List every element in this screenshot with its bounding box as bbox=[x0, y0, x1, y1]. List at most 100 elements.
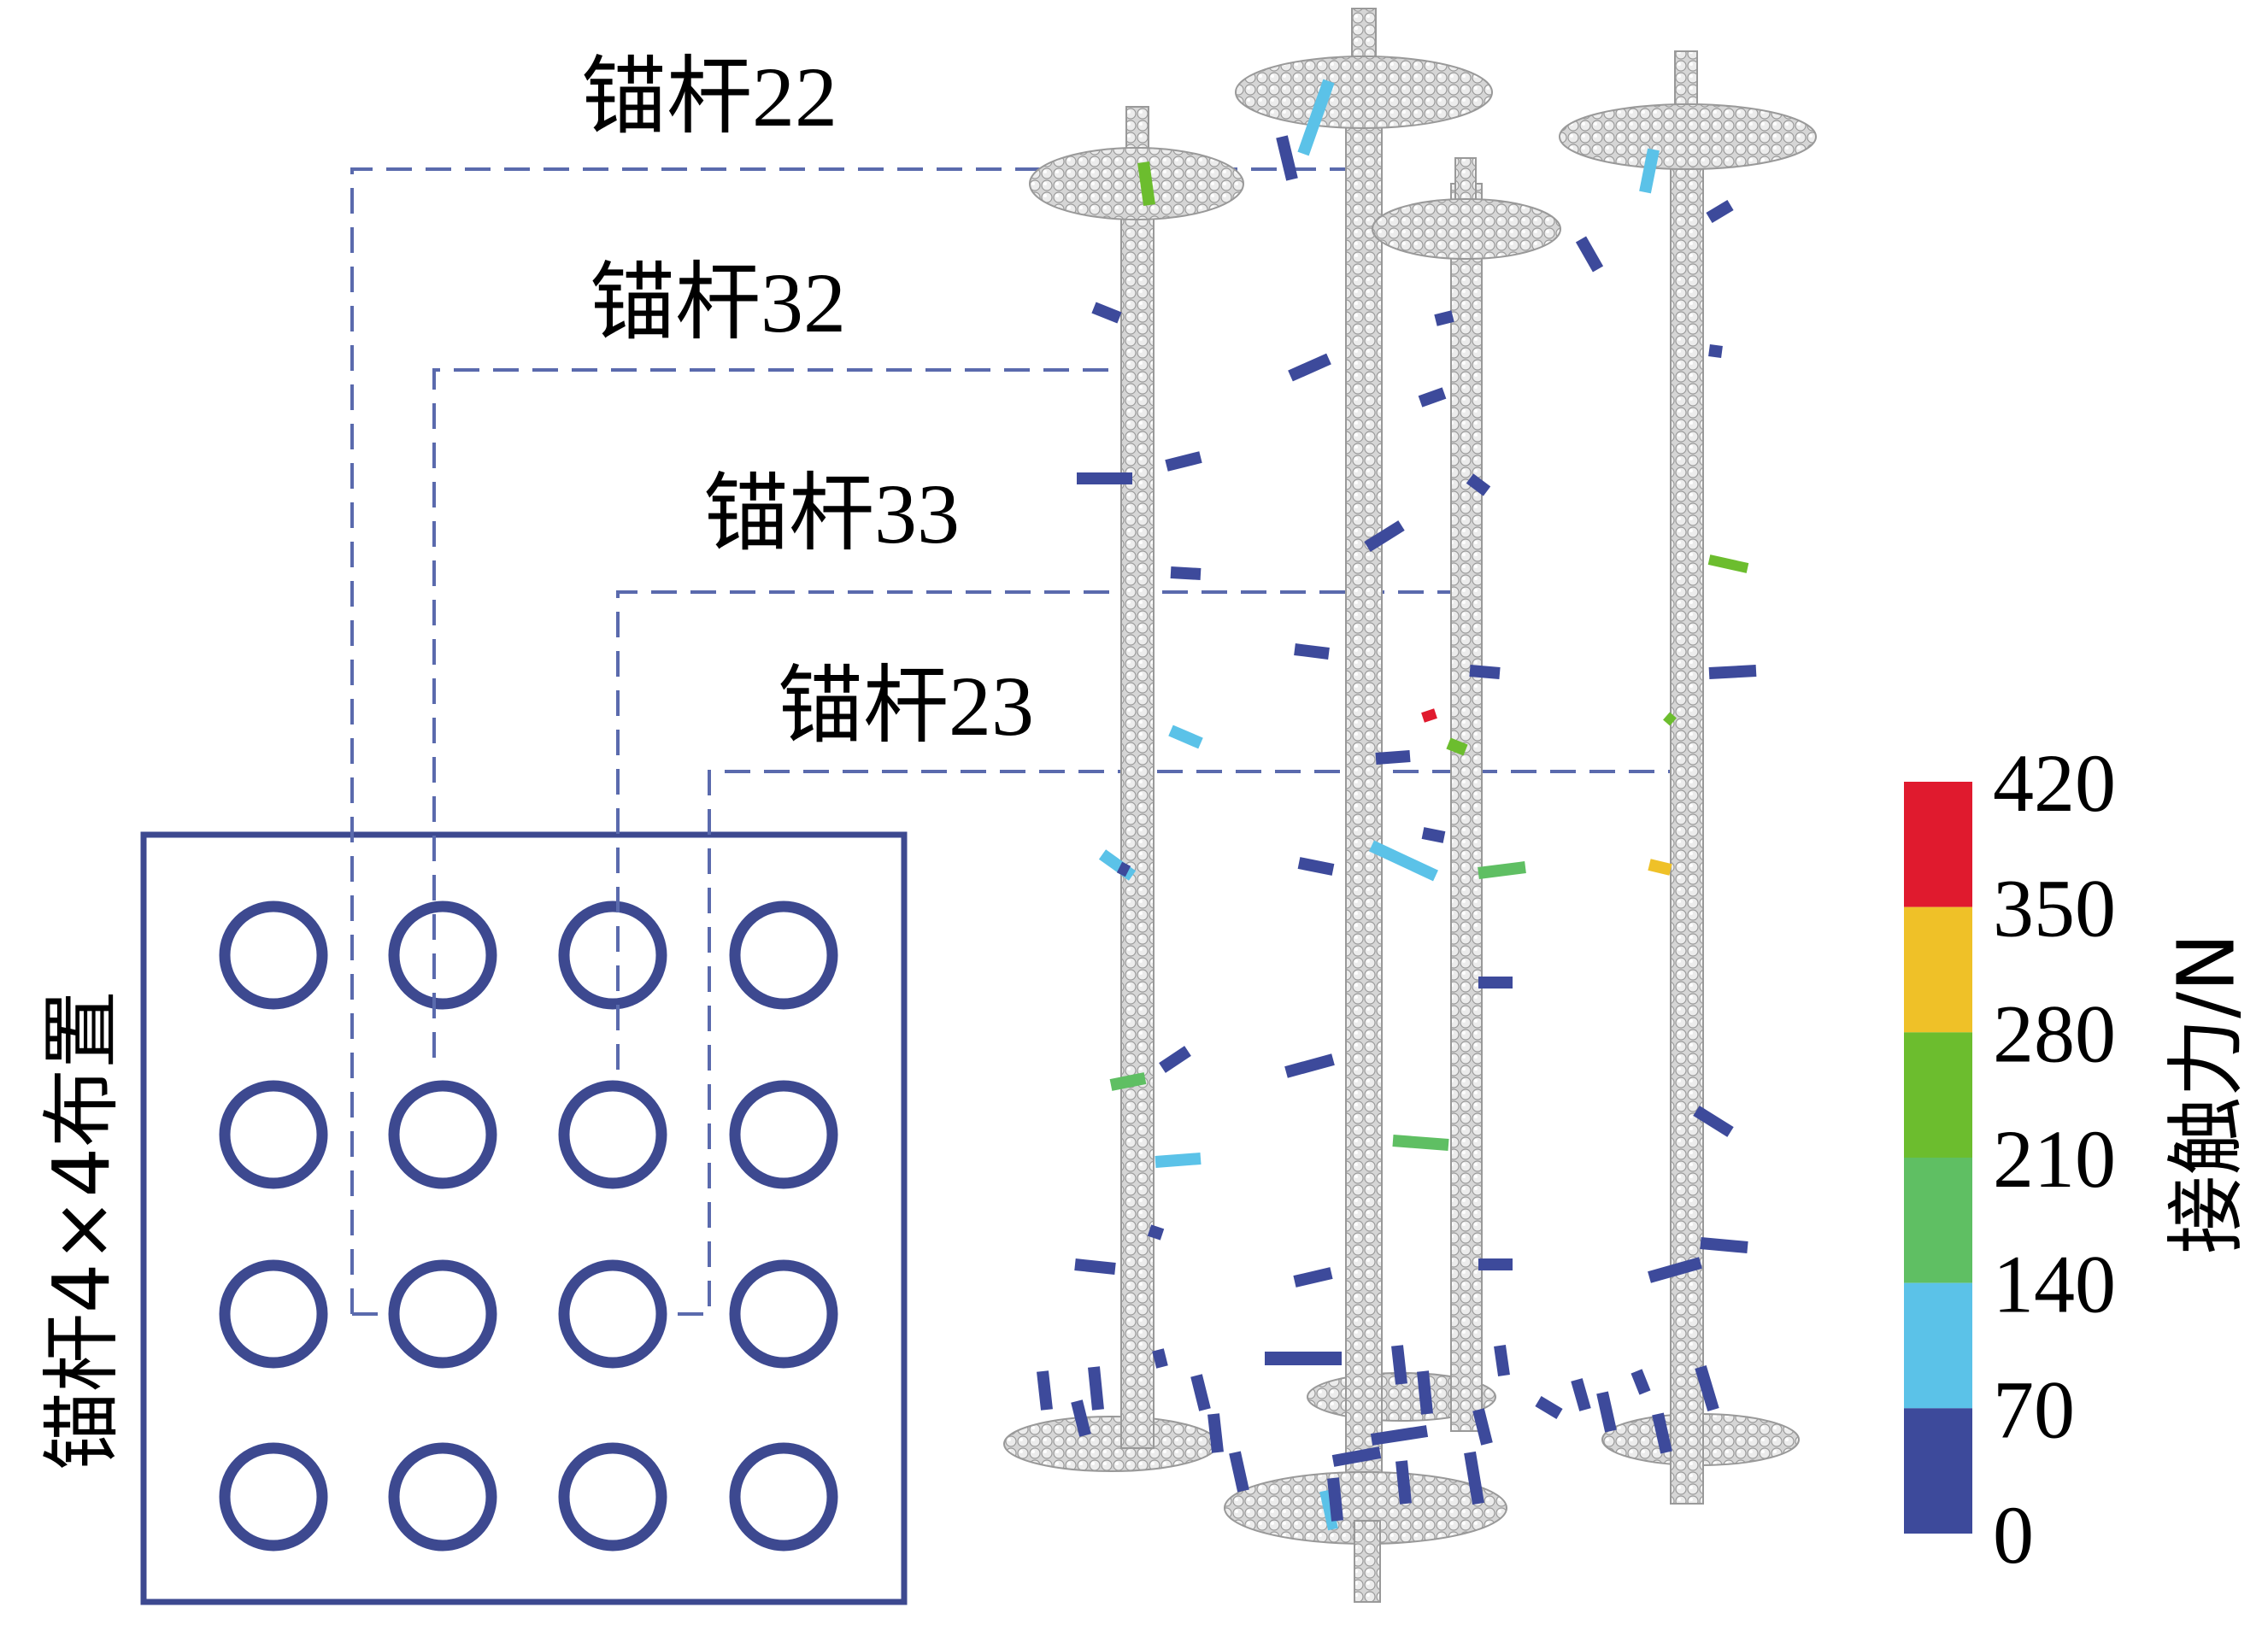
legend-band-1 bbox=[1904, 782, 1972, 907]
force-chain-68 bbox=[1464, 1451, 1484, 1505]
force-chain-13 bbox=[1418, 387, 1447, 408]
force-chain-25 bbox=[1663, 712, 1677, 726]
legend-tick-label: 140 bbox=[1993, 1239, 2116, 1330]
legend-tick-label: 420 bbox=[1993, 737, 2116, 829]
bottom-knob-2 bbox=[1354, 1520, 1381, 1603]
force-chain-41 bbox=[1074, 1258, 1116, 1275]
force-chain-49 bbox=[1152, 1348, 1168, 1369]
legend-tick-label: 350 bbox=[1993, 863, 2116, 954]
bolt-hole-2-4 bbox=[729, 1080, 838, 1189]
force-chain-9 bbox=[1434, 310, 1454, 326]
bolt-knob-4 bbox=[1674, 50, 1698, 112]
legend-tick-label: 280 bbox=[1993, 988, 2116, 1079]
particle-bolt-model bbox=[1003, 8, 1817, 1603]
force-chain-5 bbox=[1575, 236, 1604, 273]
layout-frame bbox=[140, 831, 908, 1605]
force-chain-14 bbox=[1466, 473, 1491, 496]
force-chain-8 bbox=[1288, 353, 1331, 382]
force-chain-62 bbox=[1630, 1369, 1651, 1395]
bolt-hole-3-4 bbox=[729, 1259, 838, 1369]
legend-tick-label: 70 bbox=[1993, 1364, 2075, 1455]
force-chain-47 bbox=[1037, 1370, 1053, 1411]
bolt-stem-4 bbox=[1670, 119, 1704, 1505]
bolt-layout-plan bbox=[140, 831, 908, 1605]
bottom-plate-1 bbox=[1003, 1416, 1219, 1472]
bolt-hole-2-3 bbox=[558, 1080, 667, 1189]
force-chain-30 bbox=[1478, 861, 1526, 879]
bolt-hole-4-3 bbox=[558, 1442, 667, 1552]
top-plate-1 bbox=[1029, 147, 1244, 220]
force-chain-4 bbox=[1639, 148, 1660, 194]
force-chain-21 bbox=[1168, 725, 1203, 749]
leader-lines bbox=[350, 167, 1696, 1316]
force-chain-32 bbox=[1648, 859, 1672, 876]
force-chain-16 bbox=[1707, 554, 1749, 573]
bolt-hole-1-3 bbox=[558, 900, 667, 1010]
label-bolt-22: 锚杆22 bbox=[581, 50, 837, 144]
force-chain-3 bbox=[1276, 135, 1298, 181]
force-chain-42 bbox=[1293, 1267, 1333, 1288]
bolt-stem-1 bbox=[1120, 208, 1155, 1449]
force-chain-69 bbox=[1652, 1412, 1672, 1454]
force-chain-22 bbox=[1421, 708, 1437, 723]
force-chain-61 bbox=[1596, 1391, 1617, 1433]
force-chain-60 bbox=[1571, 1378, 1591, 1411]
force-chain-29 bbox=[1369, 840, 1438, 882]
bolt-hole-3-3 bbox=[558, 1259, 667, 1369]
force-chain-64 bbox=[1319, 1489, 1338, 1531]
force-chain-31 bbox=[1421, 827, 1446, 843]
label-bolt-33: 锚杆33 bbox=[703, 466, 960, 561]
bolt-hole-3-2 bbox=[388, 1259, 497, 1369]
legend-band-4 bbox=[1904, 1158, 1972, 1283]
leader-bolt-33 bbox=[616, 590, 1466, 1070]
force-chain-65 bbox=[1327, 1477, 1343, 1522]
force-chain-51 bbox=[1207, 1413, 1224, 1453]
force-chain-40 bbox=[1693, 1106, 1734, 1137]
bolt-hole-grid bbox=[219, 900, 838, 1552]
layout-caption: 锚杆4×4布置 bbox=[36, 990, 127, 1470]
bolt-knob-2 bbox=[1351, 8, 1377, 61]
force-chain-1 bbox=[1137, 161, 1155, 206]
force-chain-56 bbox=[1417, 1370, 1433, 1415]
top-plate-2 bbox=[1235, 56, 1493, 129]
force-chain-27 bbox=[1116, 861, 1131, 877]
force-chain-35 bbox=[1159, 1046, 1191, 1073]
force-chain-45 bbox=[1700, 1237, 1748, 1253]
force-chain-58 bbox=[1472, 1408, 1493, 1446]
force-chain-34 bbox=[1109, 1072, 1147, 1091]
force-chain-39 bbox=[1392, 1135, 1449, 1151]
force-chain-36 bbox=[1284, 1053, 1335, 1078]
force-chain-28 bbox=[1297, 857, 1335, 876]
bolt-hole-4-1 bbox=[219, 1442, 328, 1552]
top-plate-4 bbox=[1559, 103, 1817, 170]
force-chain-12 bbox=[1364, 520, 1405, 552]
force-chain-24 bbox=[1375, 750, 1411, 765]
leader-bolt-22 bbox=[350, 167, 1354, 1314]
bolt-hole-1-4 bbox=[729, 900, 838, 1010]
force-chain-63 bbox=[1695, 1364, 1719, 1412]
bolt-hole-4-2 bbox=[388, 1442, 497, 1552]
label-bolt-32: 锚杆32 bbox=[590, 255, 846, 350]
force-chain-59 bbox=[1535, 1395, 1563, 1420]
force-chain-50 bbox=[1190, 1374, 1211, 1411]
leader-bolt-32 bbox=[432, 368, 1141, 1058]
legend-band-5 bbox=[1904, 1282, 1972, 1409]
bolt-hole-3-1 bbox=[219, 1259, 328, 1369]
bolt-hole-2-2 bbox=[388, 1080, 497, 1189]
force-chain-57 bbox=[1494, 1345, 1510, 1376]
force-chain-52 bbox=[1229, 1451, 1249, 1493]
legend-band-2 bbox=[1904, 906, 1972, 1033]
bolt-hole-1-2 bbox=[388, 900, 497, 1010]
label-bolt-23: 锚杆23 bbox=[778, 659, 1034, 754]
force-chain-38 bbox=[1147, 1224, 1165, 1241]
force-chain-37 bbox=[1155, 1153, 1202, 1168]
force-chain-55 bbox=[1391, 1345, 1407, 1385]
bolt-hole-2-1 bbox=[219, 1080, 328, 1189]
force-chain-53 bbox=[1331, 1446, 1382, 1467]
force-chain-11 bbox=[1165, 451, 1202, 472]
force-chain-48 bbox=[1088, 1366, 1104, 1411]
top-plate-3 bbox=[1372, 198, 1561, 260]
force-chain-44 bbox=[1648, 1257, 1702, 1283]
force-chain-23 bbox=[1446, 737, 1468, 756]
